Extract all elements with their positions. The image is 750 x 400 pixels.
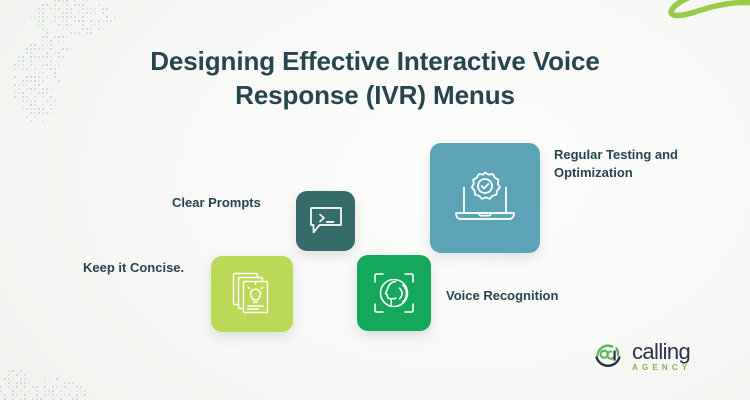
documents-lightbulb-icon <box>232 272 269 314</box>
laptop-gear-check-icon <box>455 171 515 220</box>
tile-voice-recognition[interactable] <box>357 255 431 331</box>
label-regular-testing-optimization: Regular Testing and Optimization <box>554 147 678 180</box>
tile-keep-it-concise[interactable] <box>211 256 293 332</box>
label-keep-it-concise: Keep it Concise. <box>83 260 185 275</box>
voice-recognition-face-icon <box>374 273 414 313</box>
speech-bubble-terminal-icon <box>309 207 342 234</box>
tile-clear-prompts[interactable] <box>296 191 355 251</box>
dotted-world-map-secondary-icon <box>0 330 130 400</box>
label-voice-recognition: Voice Recognition <box>446 288 559 303</box>
tile-regular-testing-optimization[interactable] <box>430 143 540 253</box>
page-title: Designing Effective Interactive Voice Re… <box>150 46 600 110</box>
logo-subtext: AGENCY <box>632 362 692 372</box>
label-clear-prompts: Clear Prompts <box>172 195 261 210</box>
calling-agency-logo-mark-icon <box>595 344 621 367</box>
logo-wordmark: calling <box>632 339 691 365</box>
calling-agency-logo[interactable]: calling AGENCY <box>592 339 692 372</box>
green-brush-stroke-icon <box>668 0 750 19</box>
